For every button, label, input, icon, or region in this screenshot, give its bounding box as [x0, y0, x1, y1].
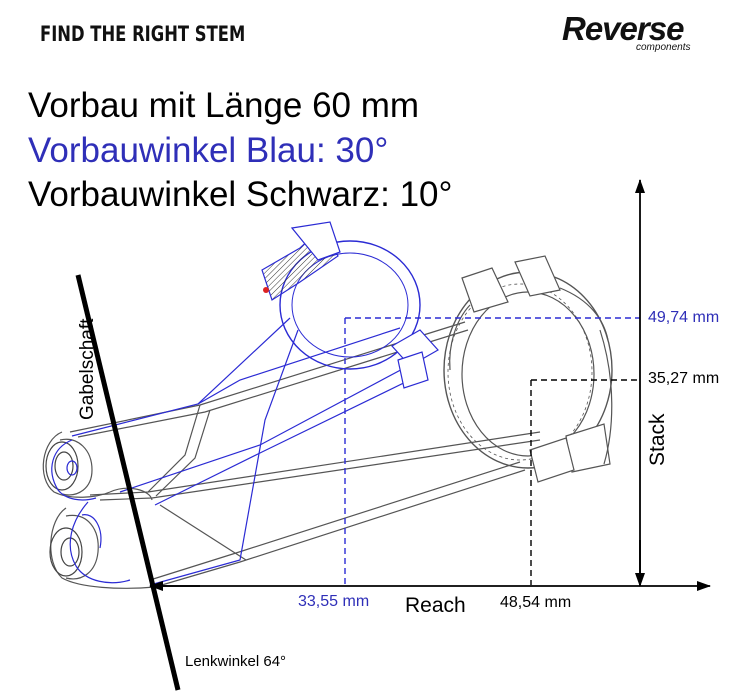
page-title: FIND THE RIGHT STEM — [40, 22, 246, 46]
steerer-label: Gabelschaft — [77, 318, 98, 420]
headline-blue-angle: Vorbauwinkel Blau: 30° — [28, 131, 389, 170]
stack-label: Stack — [646, 413, 669, 466]
blue-reach-value: 33,55 mm — [298, 593, 370, 610]
black-stack-value: 35,27 mm — [648, 370, 720, 387]
brand-logo-subtitle: components — [636, 42, 691, 53]
hatched-faceplate — [261, 221, 341, 301]
headline-stem-length: Vorbau mit Länge 60 mm — [28, 86, 420, 125]
black-dimension-lines — [530, 379, 640, 585]
headline-black-angle: Vorbauwinkel Schwarz: 10° — [28, 175, 453, 214]
stem-black-10deg — [42, 255, 613, 589]
brand-logo: Reverse — [562, 10, 684, 47]
head-angle-label: Lenkwinkel 64° — [185, 653, 287, 670]
steerer-tube-line — [75, 274, 181, 691]
blue-stack-value: 49,74 mm — [648, 309, 720, 326]
stem-blue-30deg — [51, 240, 439, 586]
black-reach-value: 48,54 mm — [500, 594, 572, 611]
reach-label: Reach — [405, 594, 466, 617]
blue-dimension-lines — [344, 317, 640, 585]
